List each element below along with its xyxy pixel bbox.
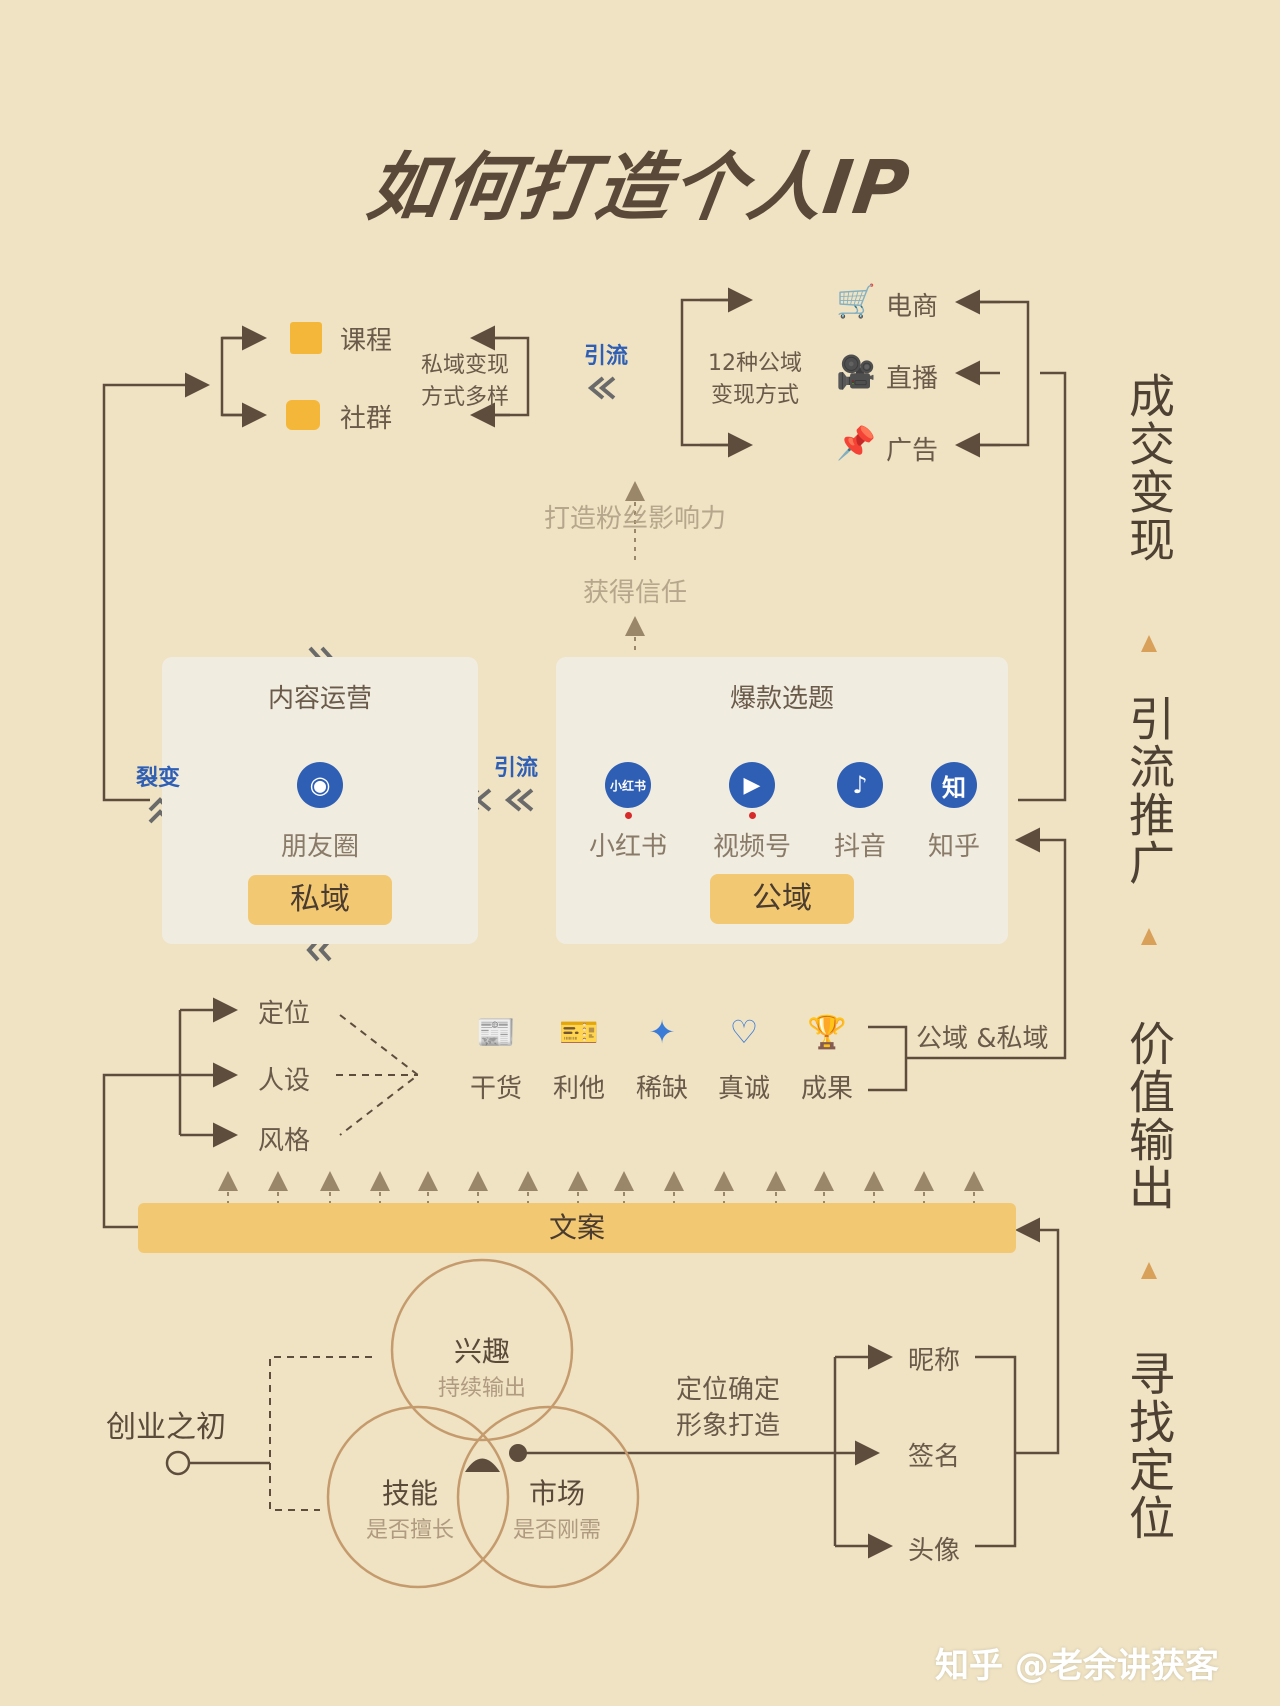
moments-icon: ◉	[297, 762, 343, 808]
value-results: 成果	[801, 1074, 854, 1104]
private-item-community: 社群	[340, 404, 393, 434]
video-channel-dot	[749, 812, 756, 819]
step-fans: 打造粉丝影响力	[543, 504, 726, 534]
xiaohongshu-icon: 小红书	[605, 762, 651, 808]
stage-close: 成交变现	[1122, 372, 1176, 564]
trophy-icon: 🏆	[807, 1013, 847, 1051]
image-avatar: 头像	[908, 1536, 961, 1566]
circle-interest: 兴趣 持续输出	[437, 1335, 526, 1401]
public-item-ads: 广告	[886, 436, 939, 466]
persona-positioning: 定位	[258, 999, 311, 1029]
circle-market: 市场 是否刚需	[512, 1477, 601, 1543]
platform-video-channel: 视频号	[712, 832, 791, 862]
community-icon	[286, 400, 320, 430]
image-signature: 签名	[908, 1442, 961, 1472]
step-trust: 获得信任	[582, 578, 687, 608]
heart-icon: ♡	[729, 1013, 759, 1051]
private-note: 私域变现 方式多样	[420, 353, 509, 410]
stage-value: 价值输出	[1122, 1020, 1176, 1212]
value-practical: 干货	[470, 1074, 523, 1104]
public-badge: 公域	[710, 874, 854, 924]
fission-label: 裂变	[136, 766, 181, 791]
private-badge: 私域	[248, 875, 392, 925]
public-item-live: 直播	[886, 364, 939, 394]
sparkle-icon: ✦	[648, 1013, 676, 1051]
xiaohongshu-dot	[625, 812, 632, 819]
video-channel-icon: ▶	[729, 762, 775, 808]
value-altruism: 利他	[553, 1074, 606, 1104]
value-scarcity: 稀缺	[636, 1074, 689, 1104]
private-heading: 内容运营	[267, 684, 372, 714]
traffic-label-top: 引流	[584, 344, 629, 369]
ad-pin-icon: 📌	[836, 424, 876, 462]
start-label: 创业之初	[106, 1410, 226, 1445]
channel-label: 公域 &私域	[916, 1024, 1049, 1054]
cart-icon: 🛒	[836, 282, 876, 320]
persona-style: 风格	[258, 1126, 311, 1156]
stage-traffic: 引流推广	[1122, 695, 1176, 887]
newspaper-icon: 📰	[476, 1013, 516, 1051]
traffic-label-mid: 引流	[494, 756, 539, 781]
platform-douyin: 抖音	[833, 832, 886, 862]
public-item-ecommerce: 电商	[886, 292, 939, 322]
image-nickname: 昵称	[908, 1346, 961, 1376]
persona-character: 人设	[258, 1066, 311, 1096]
live-camera-icon: 🎥	[836, 353, 876, 391]
value-sincerity: 真诚	[718, 1074, 771, 1104]
platform-zhihu: 知乎	[927, 832, 980, 862]
stage-position: 寻找定位	[1122, 1350, 1176, 1542]
platform-xiaohongshu: 小红书	[588, 832, 667, 862]
douyin-icon: ♪	[837, 762, 883, 808]
public-heading: 爆款选题	[729, 684, 834, 714]
public-note: 12种公域 变现方式	[708, 351, 802, 408]
course-icon	[290, 322, 322, 354]
circle-skill: 技能 是否擅长	[365, 1477, 454, 1543]
page-title: 如何打造个人IP	[362, 145, 917, 231]
watermark: 知乎 @老余讲获客	[935, 1646, 1219, 1686]
venn-center	[465, 1458, 500, 1472]
private-item-course: 课程	[340, 326, 393, 356]
positioning-result: 定位确定 形象打造	[676, 1375, 781, 1441]
copywriting-bar: 文案	[138, 1203, 1016, 1253]
voucher-icon: 🎫	[559, 1013, 599, 1051]
zhihu-icon: 知	[931, 762, 977, 808]
private-item-moments: 朋友圈	[280, 832, 359, 862]
